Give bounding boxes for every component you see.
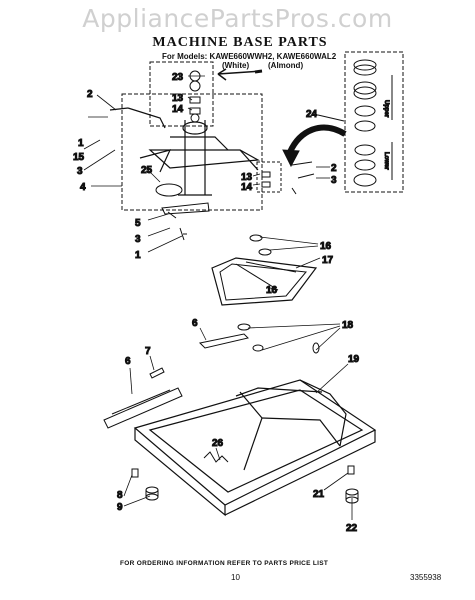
footer-note: FOR ORDERING INFORMATION REFER TO PARTS …: [120, 560, 329, 567]
leader-24: [317, 114, 345, 122]
callouts: 23 13 14 24 2 1 15 3 4 25 13 14 2 3 5 3 …: [73, 72, 361, 535]
models-line: For Models: KAWE660WWH2, KAWE660WAL2: [162, 52, 337, 61]
color-almond-label: (Almond): [268, 61, 304, 70]
stack-parts: [189, 70, 201, 123]
bearings-lower: [353, 144, 377, 187]
watermark: AppliancePartsPros.com: [82, 4, 393, 33]
callout-2b: 2: [331, 163, 337, 174]
lower-bracket-part: [161, 202, 210, 215]
callout-9: 9: [117, 502, 123, 513]
callout-2: 2: [87, 89, 93, 100]
arrow-left: [217, 68, 263, 81]
callout-18: 18: [342, 320, 354, 331]
color-white-label: (White): [222, 61, 250, 70]
bearing-box: [344, 51, 404, 193]
rail-6-lower: [103, 387, 183, 429]
curved-arrow: [287, 124, 347, 154]
side-parts-box: [256, 161, 282, 193]
callout-19: 19: [348, 354, 360, 365]
callout-14b: 14: [241, 182, 253, 193]
side-label-upper: Upper: [383, 100, 389, 118]
page-number: 10: [231, 573, 240, 582]
part-7: [149, 367, 165, 379]
callout-14: 14: [172, 104, 184, 115]
callout-24: 24: [306, 109, 318, 120]
callout-6b: 6: [125, 356, 131, 367]
callout-1: 1: [78, 138, 84, 149]
callout-6: 6: [192, 318, 198, 329]
gearcase-box: [121, 93, 263, 211]
callout-26: 26: [212, 438, 224, 449]
callout-3b: 3: [331, 175, 337, 186]
callout-3: 3: [77, 166, 83, 177]
callout-23: 23: [172, 72, 184, 83]
callout-5: 5: [135, 218, 141, 229]
callout-3c: 3: [135, 234, 141, 245]
callout-15: 15: [73, 152, 85, 163]
callout-4: 4: [80, 182, 86, 193]
rail-6-upper: [198, 333, 249, 349]
plate-17: [211, 257, 318, 306]
callout-17: 17: [322, 255, 334, 266]
pad-16: [249, 234, 263, 242]
callout-16b: 16: [266, 285, 278, 296]
callout-8: 8: [117, 490, 123, 501]
doc-code: 3355938: [410, 573, 442, 582]
callout-21: 21: [313, 489, 325, 500]
gearcase-assembly: [109, 107, 260, 196]
callout-1b: 1: [135, 250, 141, 261]
side-label-lower: Lower: [383, 152, 389, 170]
callout-13b: 13: [241, 172, 253, 183]
clip-26: [203, 451, 229, 463]
bearings-upper: [353, 59, 377, 132]
page-title: MACHINE BASE PARTS: [152, 35, 328, 50]
callout-13: 13: [172, 93, 184, 104]
callout-7: 7: [145, 346, 151, 357]
seal-25: [155, 183, 183, 197]
base-frame-19: [133, 379, 377, 517]
callout-25: 25: [141, 165, 153, 176]
callout-16: 16: [320, 241, 332, 252]
callout-22: 22: [346, 523, 358, 534]
